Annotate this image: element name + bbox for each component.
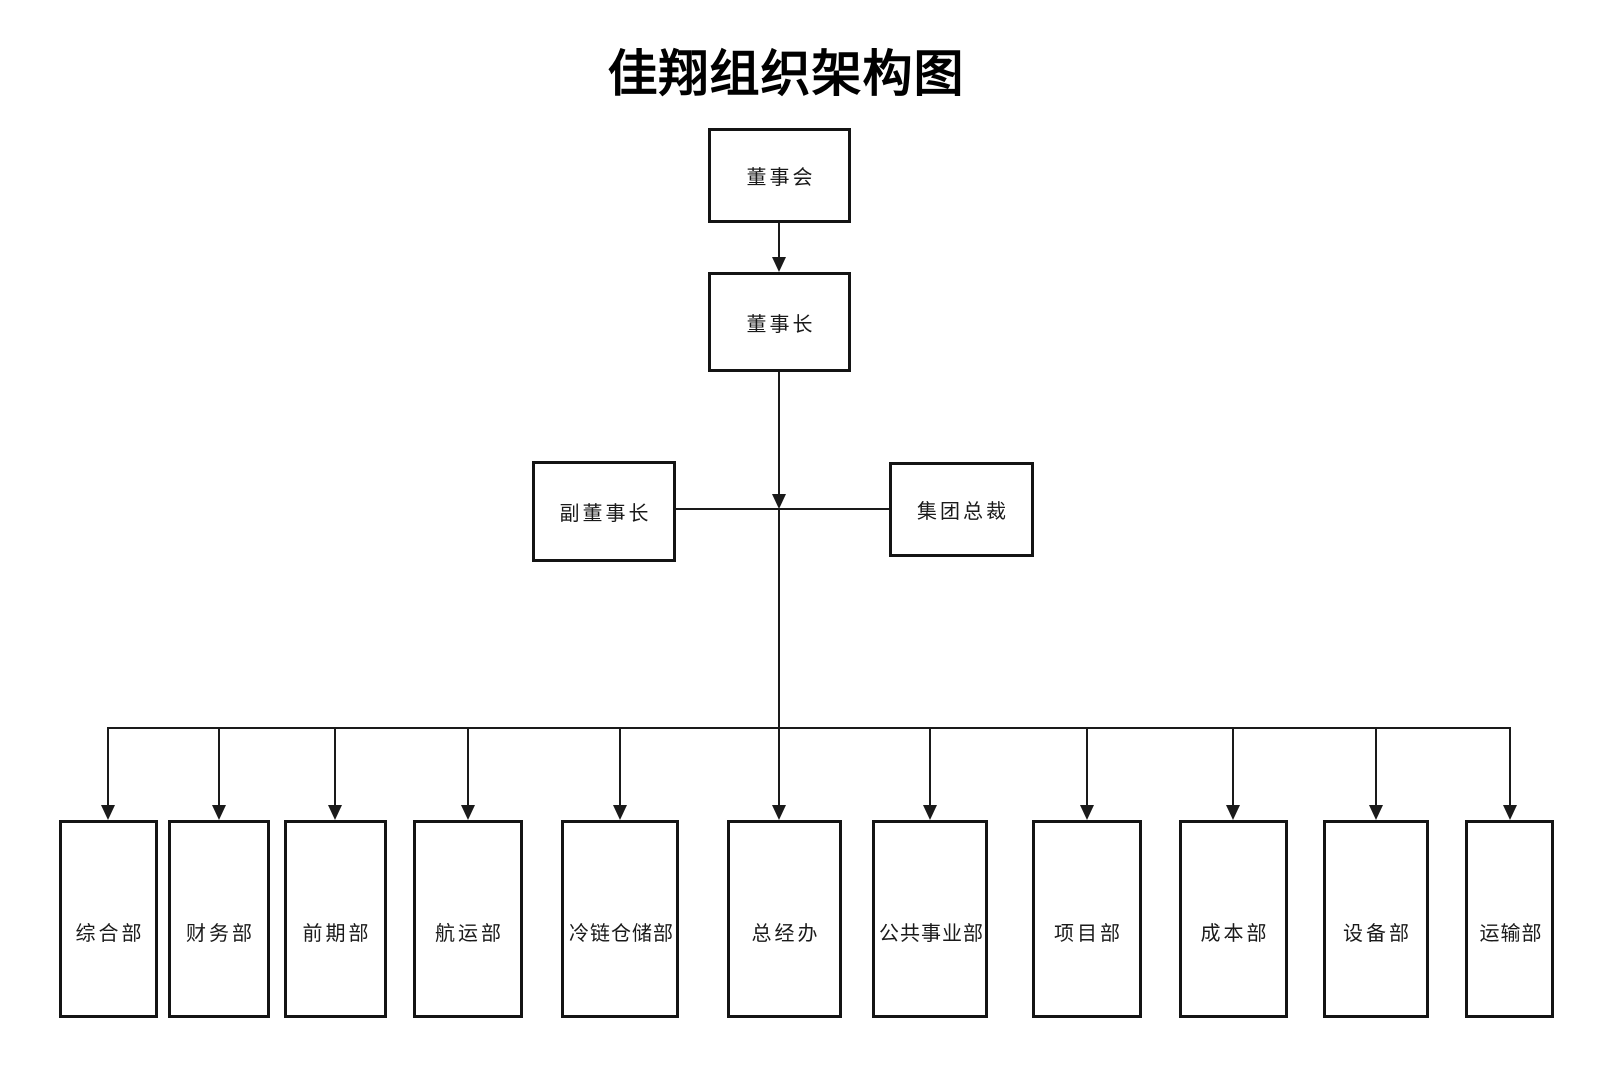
branch-line-project xyxy=(1086,727,1088,807)
branch-line-cost xyxy=(1232,727,1234,807)
node-chairman: 董事长 xyxy=(708,272,851,372)
branch-arrowhead-transportation-icon xyxy=(1503,805,1517,820)
branch-arrowhead-project-icon xyxy=(1080,805,1094,820)
branch-line-transportation xyxy=(1509,727,1511,807)
branch-arrowhead-cold-chain-icon xyxy=(613,805,627,820)
node-group-president: 集团总裁 xyxy=(889,462,1034,557)
board-chairman-arrowhead-icon xyxy=(772,257,786,272)
branch-arrowhead-public-utilities-icon xyxy=(923,805,937,820)
branch-line-shipping xyxy=(467,727,469,807)
distribution-line xyxy=(107,727,1511,729)
dept-box-cost: 成本部 xyxy=(1179,820,1288,1018)
node-vice-chairman: 副董事长 xyxy=(532,461,676,562)
branch-line-finance xyxy=(218,727,220,807)
node-board: 董事会 xyxy=(708,128,851,223)
branch-line-general xyxy=(107,727,109,807)
dept-box-cold-chain-warehousing: 冷链仓储部 xyxy=(561,820,679,1018)
branch-line-gm-office xyxy=(778,727,780,807)
branch-arrowhead-equipment-icon xyxy=(1369,805,1383,820)
branch-line-preliminary xyxy=(334,727,336,807)
branch-line-cold-chain xyxy=(619,727,621,807)
board-chairman-connector-line xyxy=(778,223,780,259)
dept-box-equipment: 设备部 xyxy=(1323,820,1429,1018)
dept-box-finance: 财务部 xyxy=(168,820,270,1018)
branch-line-public-utilities xyxy=(929,727,931,807)
dept-box-project: 项目部 xyxy=(1032,820,1142,1018)
branch-arrowhead-gm-office-icon xyxy=(772,805,786,820)
dept-box-gm-office: 总经办 xyxy=(727,820,842,1018)
branch-arrowhead-shipping-icon xyxy=(461,805,475,820)
branch-arrowhead-general-icon xyxy=(101,805,115,820)
branch-line-equipment xyxy=(1375,727,1377,807)
branch-arrowhead-preliminary-icon xyxy=(328,805,342,820)
dept-box-preliminary: 前期部 xyxy=(284,820,387,1018)
chairman-junction-arrowhead-icon xyxy=(772,494,786,509)
chart-title: 佳翔组织架构图 xyxy=(607,46,965,102)
dept-box-general: 综合部 xyxy=(59,820,158,1018)
branch-arrowhead-cost-icon xyxy=(1226,805,1240,820)
chairman-junction-connector-line xyxy=(778,372,780,496)
branch-arrowhead-finance-icon xyxy=(212,805,226,820)
dept-box-shipping: 航运部 xyxy=(413,820,523,1018)
trunk-line xyxy=(778,509,780,728)
dept-box-transportation: 运输部 xyxy=(1465,820,1554,1018)
vice-chairman-president-connector-line xyxy=(676,508,889,510)
dept-box-public-utilities: 公共事业部 xyxy=(872,820,988,1018)
